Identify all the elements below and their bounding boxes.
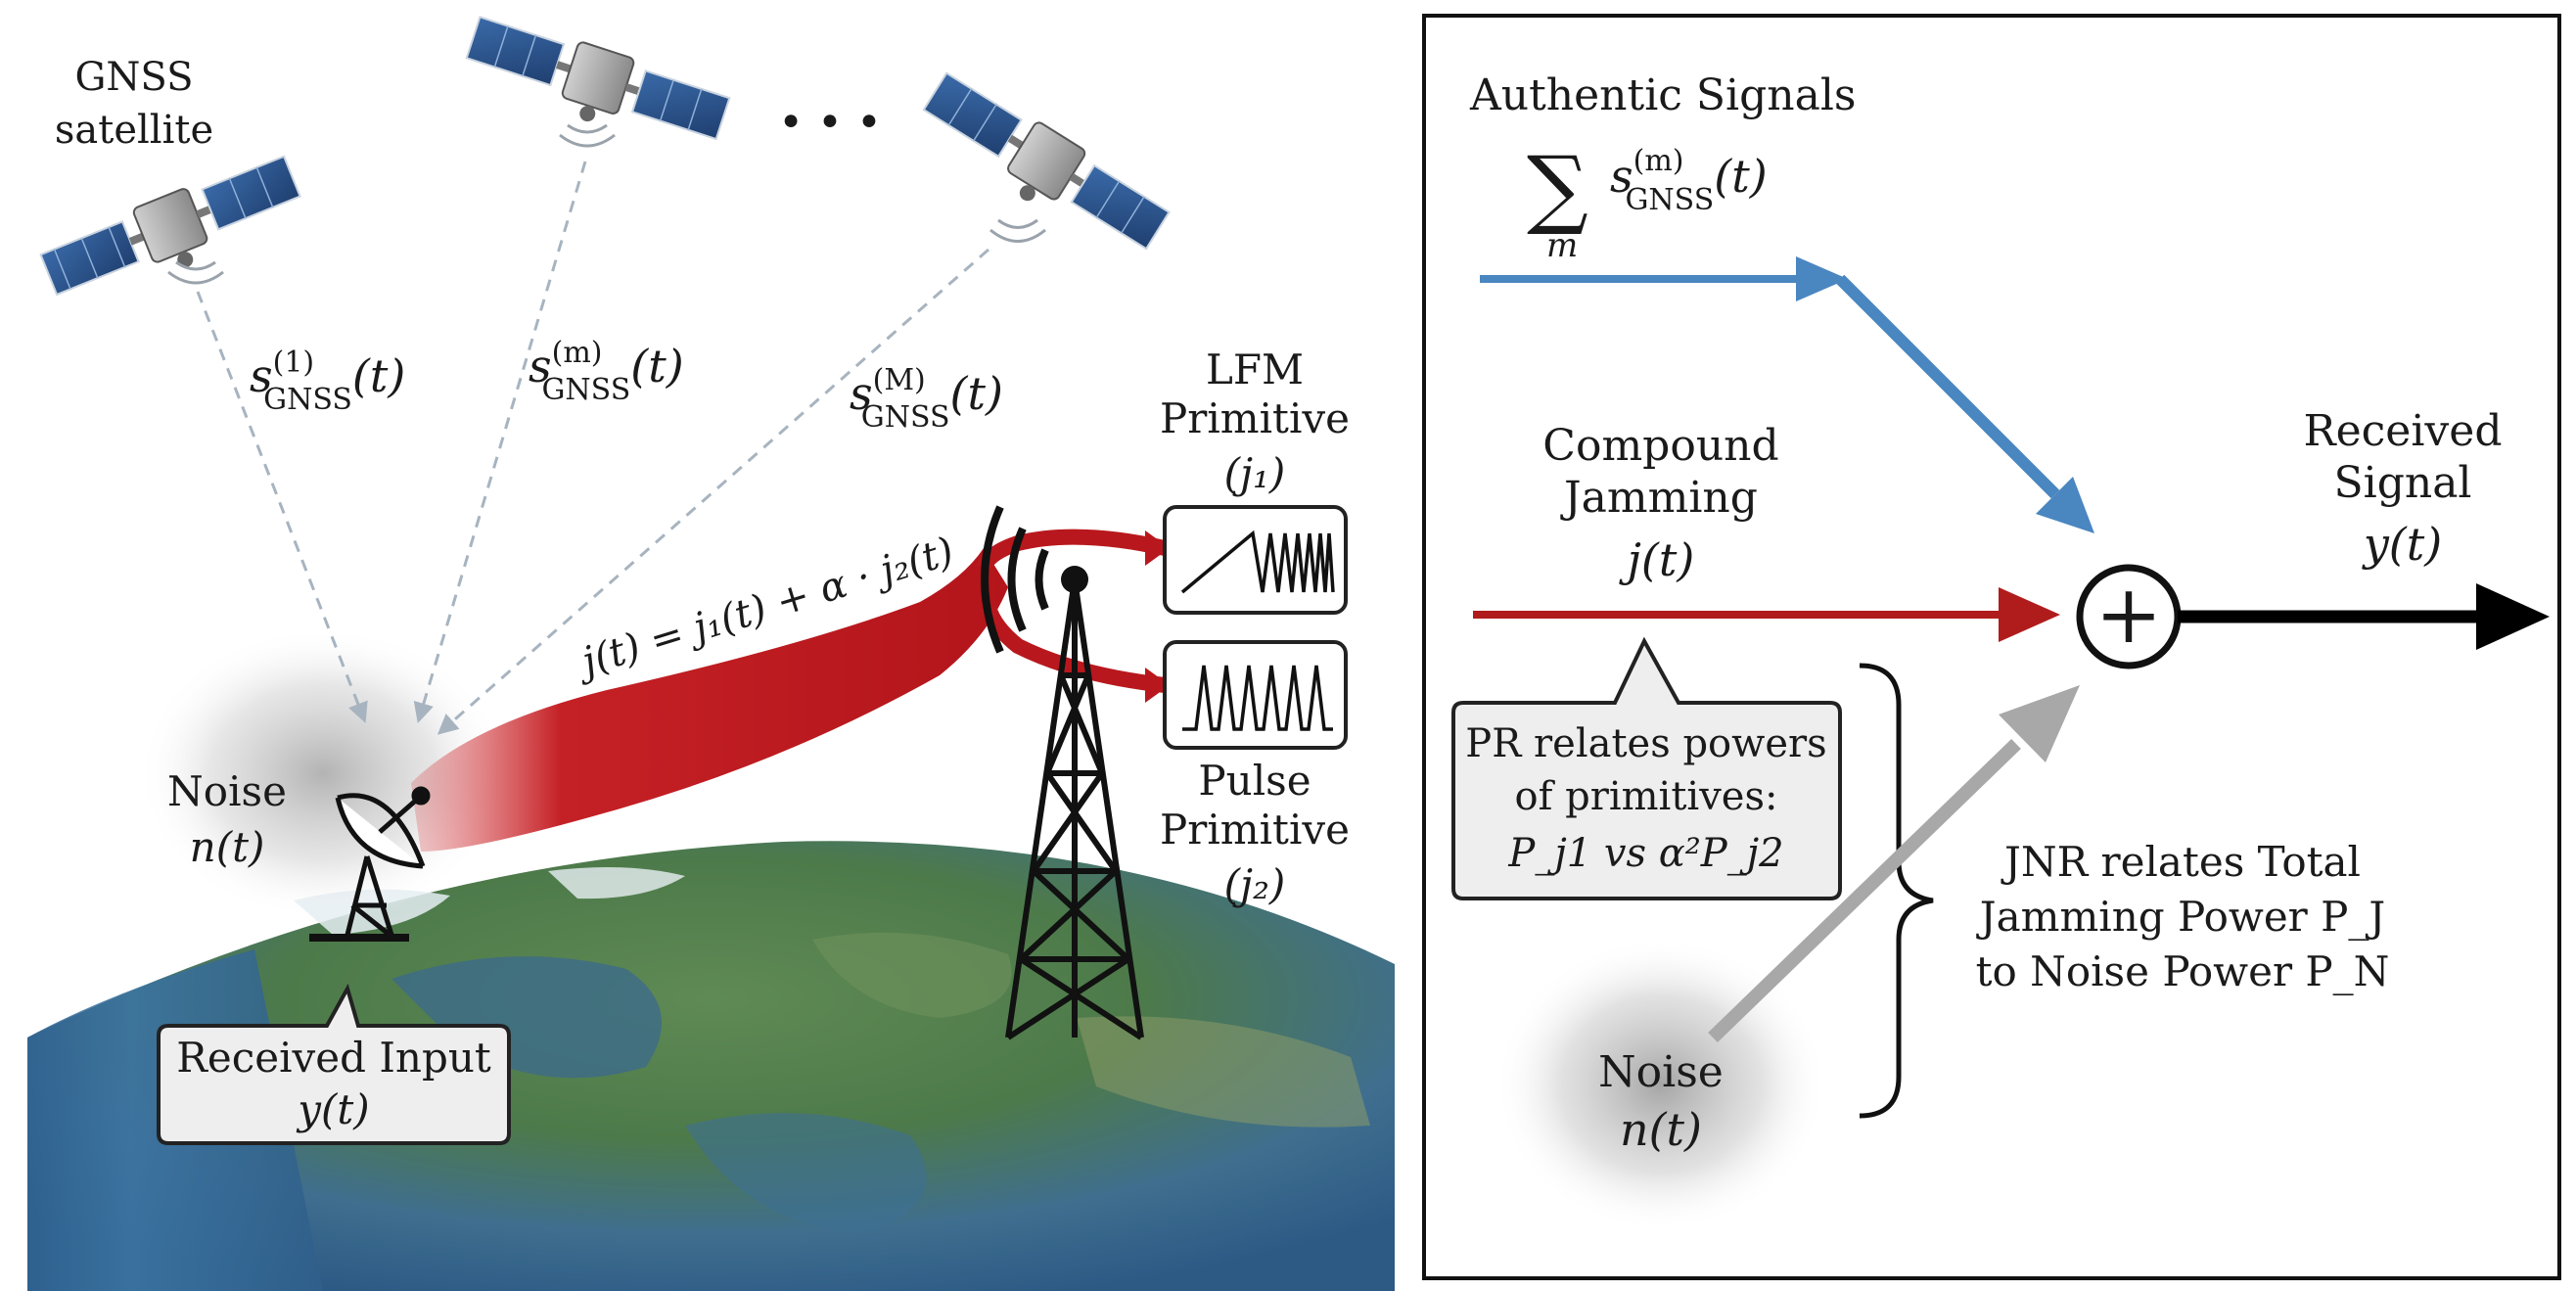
broadcast-icon [981,505,1049,654]
received-input-callout: Received Input y(t) [157,983,511,1145]
received-label: Received [2304,406,2503,456]
compound-label: Jamming [1560,473,1758,523]
satellite-label: satellite [55,108,213,153]
jamming-feed-pulse [981,604,1166,693]
arrowhead-pulse [1145,668,1170,703]
satellite-icon [39,155,301,297]
satellite-dish-icon [309,786,431,942]
earth-globe [27,841,1395,1291]
signal-label-M: s(M)GNSS(t) [850,363,1003,435]
sum-symbol: + [2095,569,2163,662]
signal-wave-icon [167,123,1046,285]
pulse-symbol: (j₂) [1224,860,1286,908]
received-input-symbol: y(t) [296,1085,369,1133]
pr-formula: P_j1 vs α²P_j2 [1507,831,1783,876]
jnr-text: to Noise Power P_N [1976,947,2390,995]
received-symbol: y(t) [2362,518,2442,571]
output-arrow [2178,583,2550,650]
satellite-icon [465,16,731,141]
tower-antenna-tip [1061,566,1088,593]
compound-symbol: j(t) [1619,533,1695,586]
authentic-arrow [1480,256,2094,533]
lfm-label: LFM [1206,346,1304,393]
left-panel: GNSS satellite • • • s(1)GNSS(t) s(m)GNS… [27,16,1395,1291]
jnr-text: JNR relates Total [2001,838,2361,886]
satellite-ellipsis: • • • [778,98,882,148]
noise-symbol: n(t) [1620,1103,1702,1156]
satellite-icon [922,71,1171,251]
lfm-symbol: (j₁) [1224,449,1286,497]
pr-callout: PR relates powers of primitives: P_j1 vs… [1451,636,1842,900]
authentic-title: Authentic Signals [1469,70,1857,120]
pulse-label: Primitive [1160,806,1350,853]
right-panel: Authentic Signals ∑ m s(m)GNSS(t) Compou… [1422,14,2561,1280]
noise-label: Noise [167,767,287,815]
jamming-beam [411,548,1008,852]
pr-text: PR relates powers [1465,721,1826,766]
lfm-waveform-box [1163,505,1348,615]
signal-paths [196,161,989,735]
noise-symbol: n(t) [190,823,265,871]
signal-label-m: s(m)GNSS(t) [529,336,684,407]
authentic-sum-symbol: ∑ [1527,137,1588,238]
authentic-sum-index: m [1546,226,1578,265]
arrowhead-lfm [1145,530,1170,566]
summation-node: + [2076,564,2182,669]
noise-label: Noise [1598,1047,1724,1097]
lfm-label: Primitive [1160,394,1350,442]
pulse-waveform-box [1163,640,1348,750]
noise-arrow [1708,685,2080,1043]
pulse-label: Pulse [1198,757,1311,805]
received-label: Signal [2333,458,2471,508]
compound-label: Compound [1542,421,1778,471]
satellite-label: GNSS [74,55,193,100]
jamming-arrow [1473,587,2060,642]
signal-label-1: s(1)GNSS(t) [250,346,405,417]
authentic-signal: s(m)GNSS(t) [1610,144,1768,217]
pr-text: of primitives: [1515,774,1778,819]
jnr-text: Jamming Power P_J [1976,893,2385,941]
jamming-tower-icon [1005,578,1144,1040]
received-input-label: Received Input [176,1034,491,1082]
jnr-brace [1859,663,1934,1119]
jamming-feed-lfm [976,529,1167,572]
